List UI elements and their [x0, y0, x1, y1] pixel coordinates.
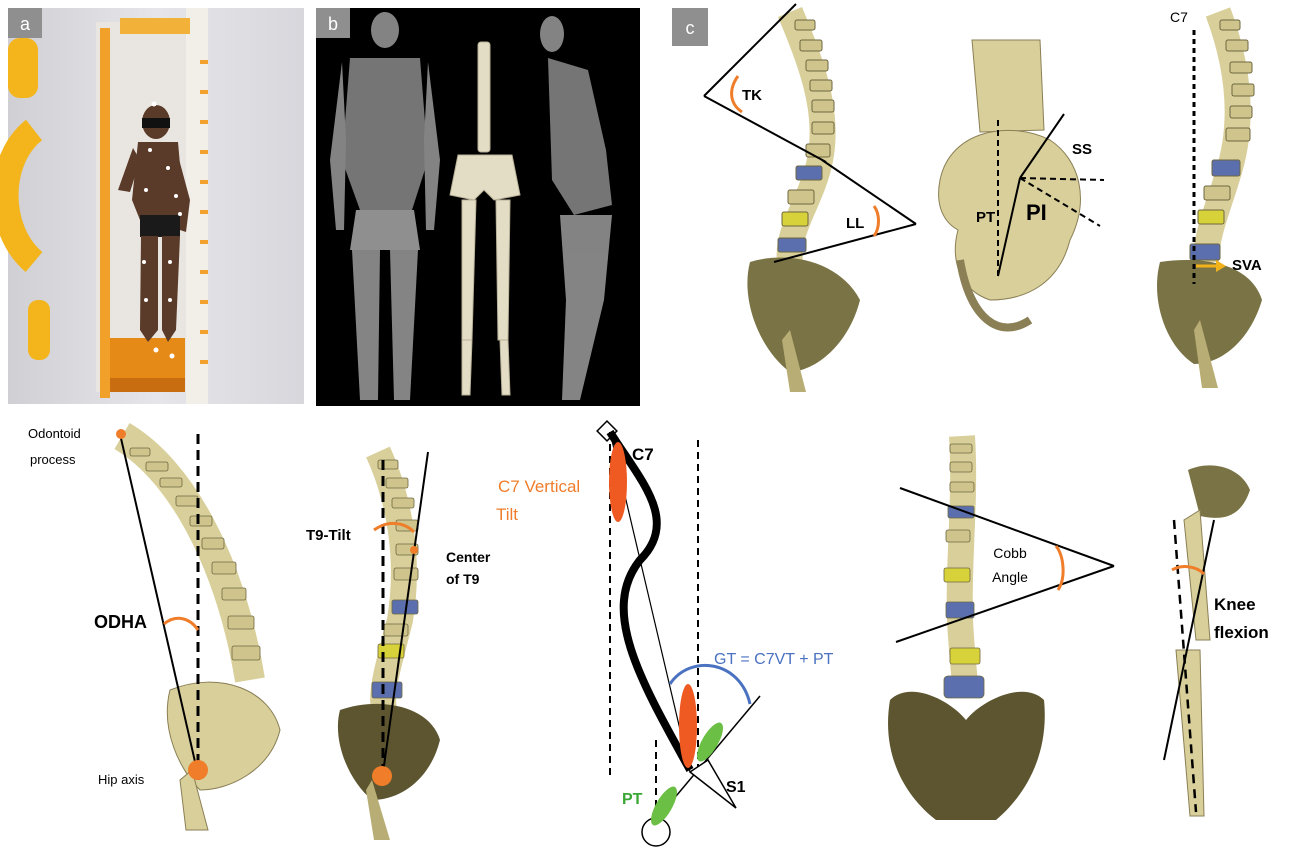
- panel-c: c TK L: [672, 4, 1262, 392]
- spine-tk-ll: TK LL: [704, 4, 916, 392]
- c7vt-wedge: [609, 442, 627, 522]
- odha-arc: [164, 618, 198, 630]
- c7vt-wedge-2: [679, 684, 697, 768]
- cobb-arc: [1056, 546, 1063, 590]
- hip-axis-point-t9: [372, 766, 392, 786]
- t9-tilt-label: T9-Tilt: [306, 527, 351, 544]
- knee-label-1: Knee: [1214, 595, 1256, 614]
- hip-axis-point: [188, 760, 208, 780]
- odontoid-label-1: Odontoid: [28, 426, 81, 441]
- odha-figure: Odontoid process Hip axis ODHA: [28, 426, 280, 830]
- panel-c-tag-label: c: [686, 18, 695, 38]
- t9-tilt-figure: T9-Tilt Center of T9: [306, 452, 491, 840]
- panel-a-photo: a: [6, 8, 305, 404]
- gt-label: GT = C7VT + PT: [714, 651, 834, 668]
- center-t9-label-2: of T9: [446, 571, 480, 587]
- c7vt-label-1: C7 Vertical: [498, 477, 580, 496]
- hip-axis-label: Hip axis: [98, 772, 145, 787]
- pt-green-label: PT: [622, 791, 643, 808]
- cobb-label-1: Cobb: [993, 545, 1027, 561]
- ss-label: SS: [1072, 141, 1092, 158]
- s1-label: S1: [726, 779, 746, 796]
- panel-b-tag-label: b: [328, 14, 338, 34]
- sva-label: SVA: [1232, 257, 1262, 274]
- gt-diagram: C7 C7 Vertical Tilt GT = C7VT + PT PT S1: [496, 421, 834, 846]
- spine-sva: C7 SVA: [1157, 9, 1262, 388]
- pelvis-pi: SS PT PI: [939, 40, 1104, 328]
- t9-center-point: [410, 546, 418, 554]
- panel-a-tag-label: a: [20, 14, 31, 34]
- panel-b-xray: b: [316, 8, 640, 406]
- c7-diagram-label: C7: [632, 445, 654, 464]
- knee-figure: Knee flexion: [1164, 465, 1269, 816]
- cobb-label-2: Angle: [992, 569, 1028, 585]
- ll-label: LL: [846, 215, 864, 232]
- pi-label: PI: [1026, 200, 1047, 225]
- odontoid-label-2: process: [30, 452, 76, 467]
- center-t9-label-1: Center: [446, 549, 491, 565]
- odontoid-point: [116, 429, 126, 439]
- platform: [110, 338, 185, 378]
- pt-label-pelvis: PT: [976, 209, 995, 226]
- ll-arc: [874, 206, 879, 236]
- tk-arc: [732, 76, 742, 112]
- c7-label-sva: C7: [1170, 9, 1188, 25]
- cobb-figure: Cobb Angle: [888, 436, 1114, 820]
- tk-label: TK: [742, 87, 762, 104]
- c7vt-label-2: Tilt: [496, 505, 518, 524]
- knee-label-2: flexion: [1214, 623, 1269, 642]
- odha-label: ODHA: [94, 612, 147, 632]
